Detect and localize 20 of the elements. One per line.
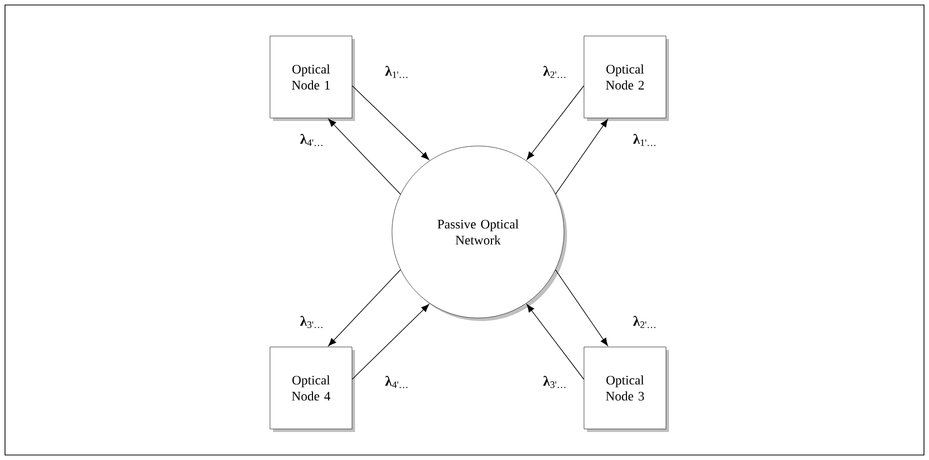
arrow	[526, 85, 584, 160]
edge-label: λ$_{4'…}$	[385, 376, 408, 388]
arrow	[328, 118, 401, 195]
arrow	[526, 304, 584, 380]
edge-label: λ$_{3'…}$	[543, 376, 566, 388]
edge-label: λ$_{3'…}$	[300, 316, 322, 328]
edge-label: λ$_{2'…}$	[543, 66, 566, 78]
arrow	[352, 85, 430, 160]
node-box: Optical Node 3	[584, 346, 669, 432]
node-box: Optical Node 2	[584, 36, 669, 121]
node-box: Optical Node 1	[270, 36, 355, 121]
edge-label: λ$_{2'…}$	[633, 316, 656, 328]
arrow	[555, 118, 608, 195]
arrow	[555, 269, 608, 346]
arrow	[328, 269, 401, 346]
node-box: Optical Node 4	[270, 346, 355, 432]
edge-label: λ$_{1'…}$	[633, 134, 656, 146]
edge-label: λ$_{1'…}$	[385, 66, 408, 78]
edge-label: λ$_{4'…}$	[300, 134, 322, 146]
arrow	[352, 304, 430, 380]
